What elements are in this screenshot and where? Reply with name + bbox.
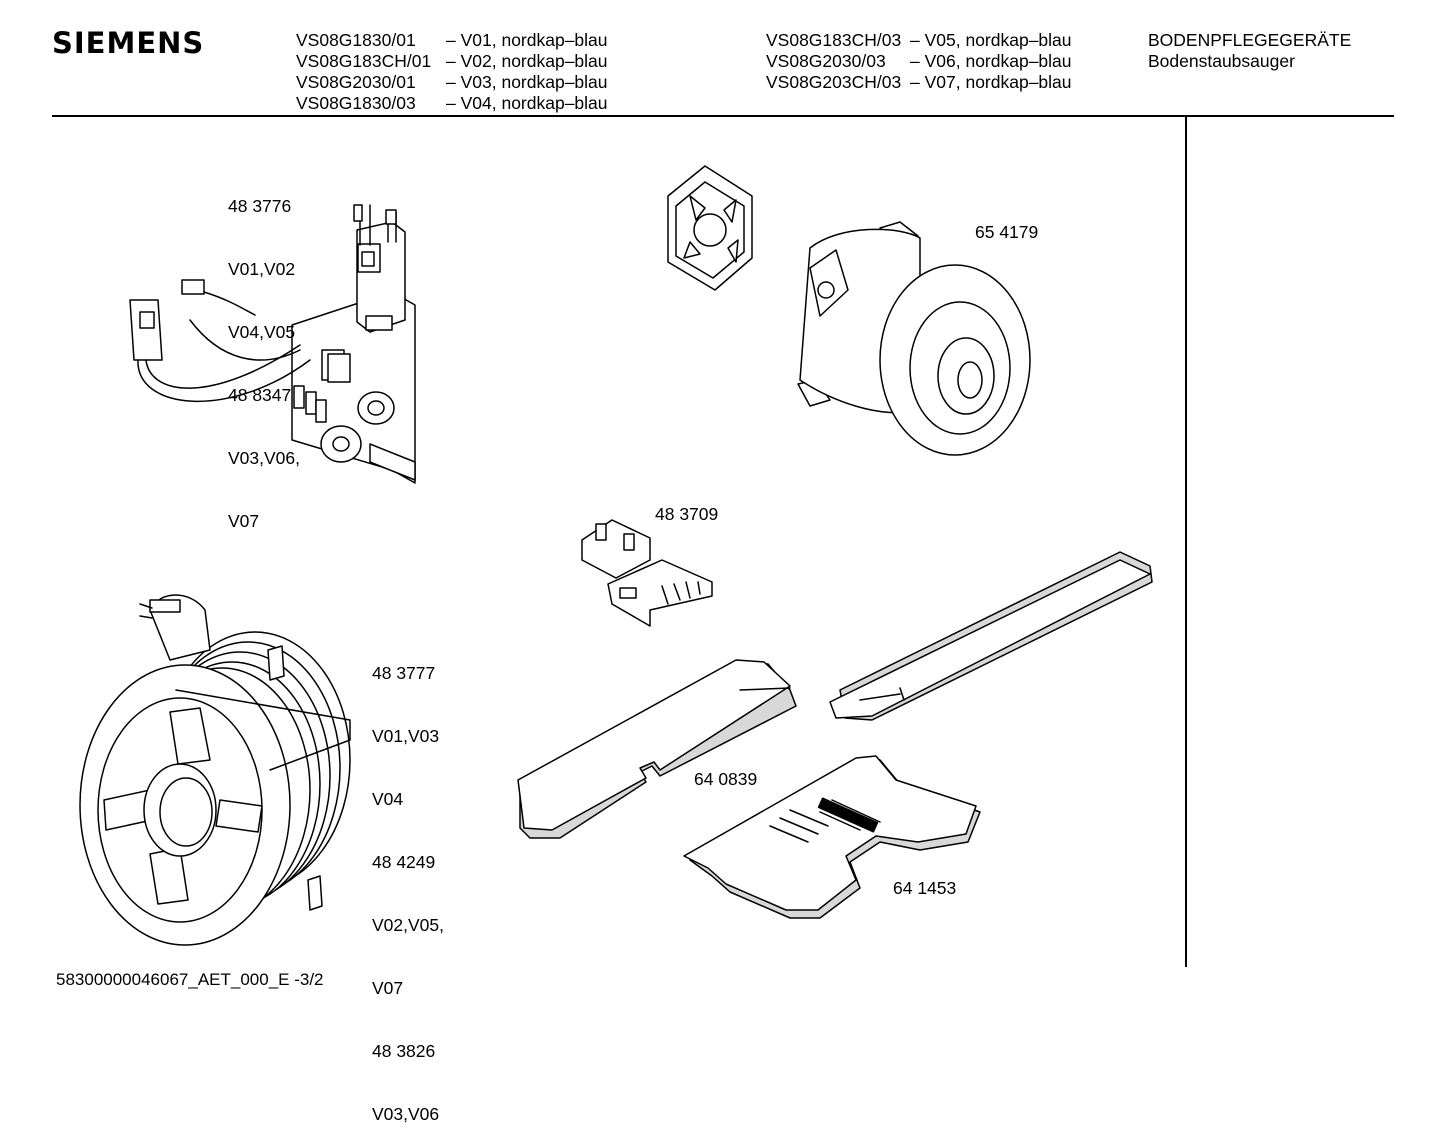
variant-list: V04 — [372, 789, 404, 809]
model-row: VS08G203CH/03 – V07, nordkap–blau — [766, 72, 1072, 93]
cable-reel-drawing — [79, 594, 351, 946]
part-label-motor: 65 4179 — [975, 222, 1039, 242]
variant-list: V04,V05 — [228, 322, 296, 342]
model-list-right: VS08G183CH/03 – V05, nordkap–blau VS08G20… — [766, 30, 1072, 93]
variant-list: V03,V06 — [372, 1104, 440, 1124]
switch-board-drawing — [129, 204, 416, 484]
category-subtitle: Bodenstaubsauger — [1148, 51, 1295, 71]
model-code: VS08G203CH/03 — [766, 72, 902, 92]
model-desc: – V03, nordkap–blau — [446, 72, 608, 92]
model-desc: – V05, nordkap–blau — [910, 30, 1072, 50]
part-label-filter-strip: 64 0839 — [694, 769, 758, 789]
model-desc: – V01, nordkap–blau — [446, 30, 608, 50]
category-block: BODENPFLEGEGERÄTE Bodenstaubsauger — [1148, 30, 1351, 72]
model-code: VS08G1830/01 — [296, 30, 416, 50]
part-label-cable-reel: 48 3777 V01,V03 V04 48 4249 V02,V05, V07… — [372, 621, 444, 1146]
model-code: VS08G183CH/01 — [296, 51, 432, 71]
motor-drawing — [667, 165, 1031, 456]
model-desc: – V02, nordkap–blau — [446, 51, 608, 71]
variant-list: V01,V02 — [228, 259, 296, 279]
variant-list: V03,V06, — [228, 448, 300, 468]
filter-plate-drawing — [683, 755, 981, 919]
document-id: 58300000046067_AET_000_E -3/2 — [56, 970, 324, 989]
part-label-switch-board: 48 3776 V01,V02 V04,V05 48 8347 V03,V06,… — [228, 154, 300, 553]
model-code: VS08G2030/03 — [766, 51, 886, 71]
part-number: 48 3826 — [372, 1041, 436, 1061]
variant-list: V07 — [372, 978, 404, 998]
model-desc: – V06, nordkap–blau — [910, 51, 1072, 71]
model-row: VS08G2030/01 – V03, nordkap–blau — [296, 72, 608, 93]
right-margin-divider — [1185, 117, 1187, 967]
clip-drawing — [581, 519, 713, 627]
model-code: VS08G2030/01 — [296, 72, 416, 92]
variant-list: V01,V03 — [372, 726, 440, 746]
model-code: VS08G1830/03 — [296, 93, 416, 113]
model-row: VS08G1830/01 – V01, nordkap–blau — [296, 30, 608, 51]
filter-strip-drawing — [517, 551, 1153, 839]
brand-logo: SIEMENS — [52, 26, 205, 60]
model-row: VS08G1830/03 – V04, nordkap–blau — [296, 93, 608, 114]
part-label-clip: 48 3709 — [655, 504, 719, 524]
model-row: VS08G2030/03 – V06, nordkap–blau — [766, 51, 1072, 72]
header-divider — [52, 115, 1394, 117]
parts-drawing — [79, 165, 1153, 946]
variant-list: V02,V05, — [372, 915, 444, 935]
model-code: VS08G183CH/03 — [766, 30, 902, 50]
model-list-left: VS08G1830/01 – V01, nordkap–blau VS08G183… — [296, 30, 608, 114]
part-label-filter-plate: 64 1453 — [893, 878, 957, 898]
category-title: BODENPFLEGEGERÄTE — [1148, 30, 1352, 50]
part-number: 48 3777 — [372, 663, 436, 683]
part-number: 48 8347 — [228, 385, 292, 405]
model-desc: – V04, nordkap–blau — [446, 93, 608, 113]
part-number: 48 4249 — [372, 852, 436, 872]
model-desc: – V07, nordkap–blau — [910, 72, 1072, 92]
part-number: 48 3776 — [228, 196, 292, 216]
variant-list: V07 — [228, 511, 260, 531]
model-row: VS08G183CH/03 – V05, nordkap–blau — [766, 30, 1072, 51]
model-row: VS08G183CH/01 – V02, nordkap–blau — [296, 51, 608, 72]
